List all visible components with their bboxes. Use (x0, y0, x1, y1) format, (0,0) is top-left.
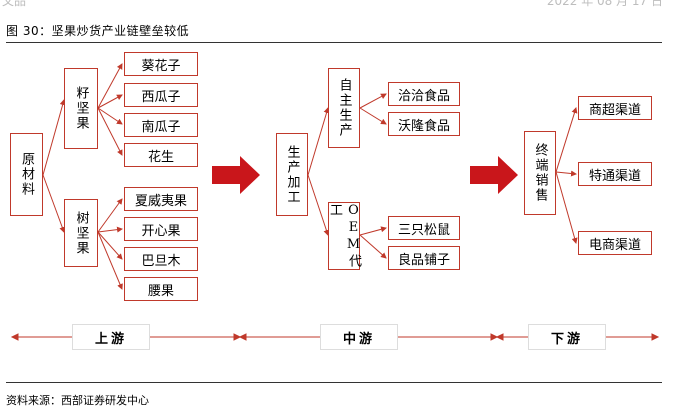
item-three-squirrels: 三只松鼠 (388, 216, 460, 240)
group-seed-nuts: 籽坚果 (64, 68, 98, 149)
item-wolong: 沃隆食品 (388, 112, 460, 136)
group-tree-nuts: 树坚果 (64, 199, 98, 267)
header-fragment-right: 2022 年 08 月 17 日 (546, 0, 663, 8)
root-production: 生产加工 (276, 133, 308, 216)
group-oem: OEM代工 (327, 202, 361, 270)
item-qiaqia: 洽洽食品 (388, 82, 460, 106)
item-supermarket-channel: 商超渠道 (578, 96, 652, 120)
item-almond: 巴旦木 (124, 247, 198, 271)
item-pistachio: 开心果 (124, 217, 198, 241)
flow-arrow-1 (212, 156, 260, 194)
item-watermelon-seed: 西瓜子 (124, 83, 198, 107)
flow-arrow-2 (470, 156, 518, 194)
footer-rule (6, 382, 662, 383)
stage-upstream: 上游 (72, 324, 150, 350)
stage-midstream: 中游 (320, 324, 398, 350)
figure-title: 图 30：坚果炒货产业链壁垒较低 (6, 24, 190, 38)
item-cashew: 腰果 (124, 277, 198, 301)
item-bestore: 良品铺子 (388, 246, 460, 270)
root-terminal-sales: 终端销售 (524, 131, 556, 215)
item-sunflower-seed: 葵花子 (124, 52, 198, 76)
stage-downstream: 下游 (528, 324, 606, 350)
header-fragment-left: 文品 (2, 0, 27, 8)
item-peanut: 花生 (124, 143, 198, 167)
item-macadamia: 夏威夷果 (124, 187, 198, 211)
root-raw-materials: 原材料 (10, 133, 43, 216)
item-ecommerce-channel: 电商渠道 (578, 231, 652, 255)
item-special-channel: 特通渠道 (578, 162, 652, 186)
group-own-production: 自主生产 (328, 68, 360, 148)
title-rule (6, 42, 662, 43)
source-note: 资料来源：西部证券研发中心 (6, 394, 149, 407)
item-pumpkin-seed: 南瓜子 (124, 113, 198, 137)
